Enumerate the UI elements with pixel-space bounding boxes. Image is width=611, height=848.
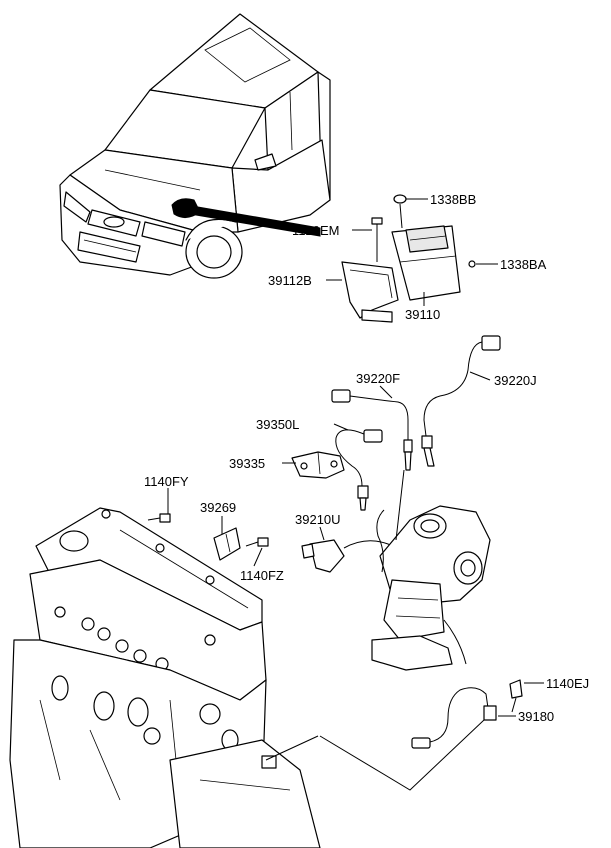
label-1140FZ: 1140FZ <box>240 568 284 583</box>
label-39220J: 39220J <box>494 373 537 388</box>
label-39220F: 39220F <box>356 371 400 386</box>
part-labels: 1338BB 1129EM 1338BA 39112B 39110 39220F… <box>144 192 589 724</box>
label-1129EM: 1129EM <box>292 223 339 238</box>
label-39180: 39180 <box>518 709 554 724</box>
sensor-39180 <box>411 679 523 749</box>
oxygen-sensor-39220F <box>331 389 413 471</box>
oxygen-sensor-39220J <box>421 335 501 467</box>
label-39112B: 39112B <box>268 273 312 288</box>
vehicle-illustration <box>59 13 331 279</box>
label-1140EJ: 1140EJ <box>546 676 589 691</box>
turbo-catalyst-assembly <box>371 505 491 671</box>
pressure-sensor-39210U <box>301 539 405 573</box>
label-39210U: 39210U <box>295 512 341 527</box>
label-1338BA: 1338BA <box>500 257 547 272</box>
label-39269: 39269 <box>200 500 236 515</box>
label-39350L: 39350L <box>256 417 299 432</box>
label-1338BB: 1338BB <box>430 192 476 207</box>
bracket-39335 <box>291 451 345 479</box>
leader-lines <box>167 198 544 791</box>
temperature-sensor-39350L <box>335 429 383 511</box>
label-1140FY: 1140FY <box>144 474 189 489</box>
label-39335: 39335 <box>229 456 265 471</box>
label-39110: 39110 <box>405 307 440 322</box>
ecu-assembly <box>341 194 476 323</box>
engine-block <box>9 507 321 848</box>
